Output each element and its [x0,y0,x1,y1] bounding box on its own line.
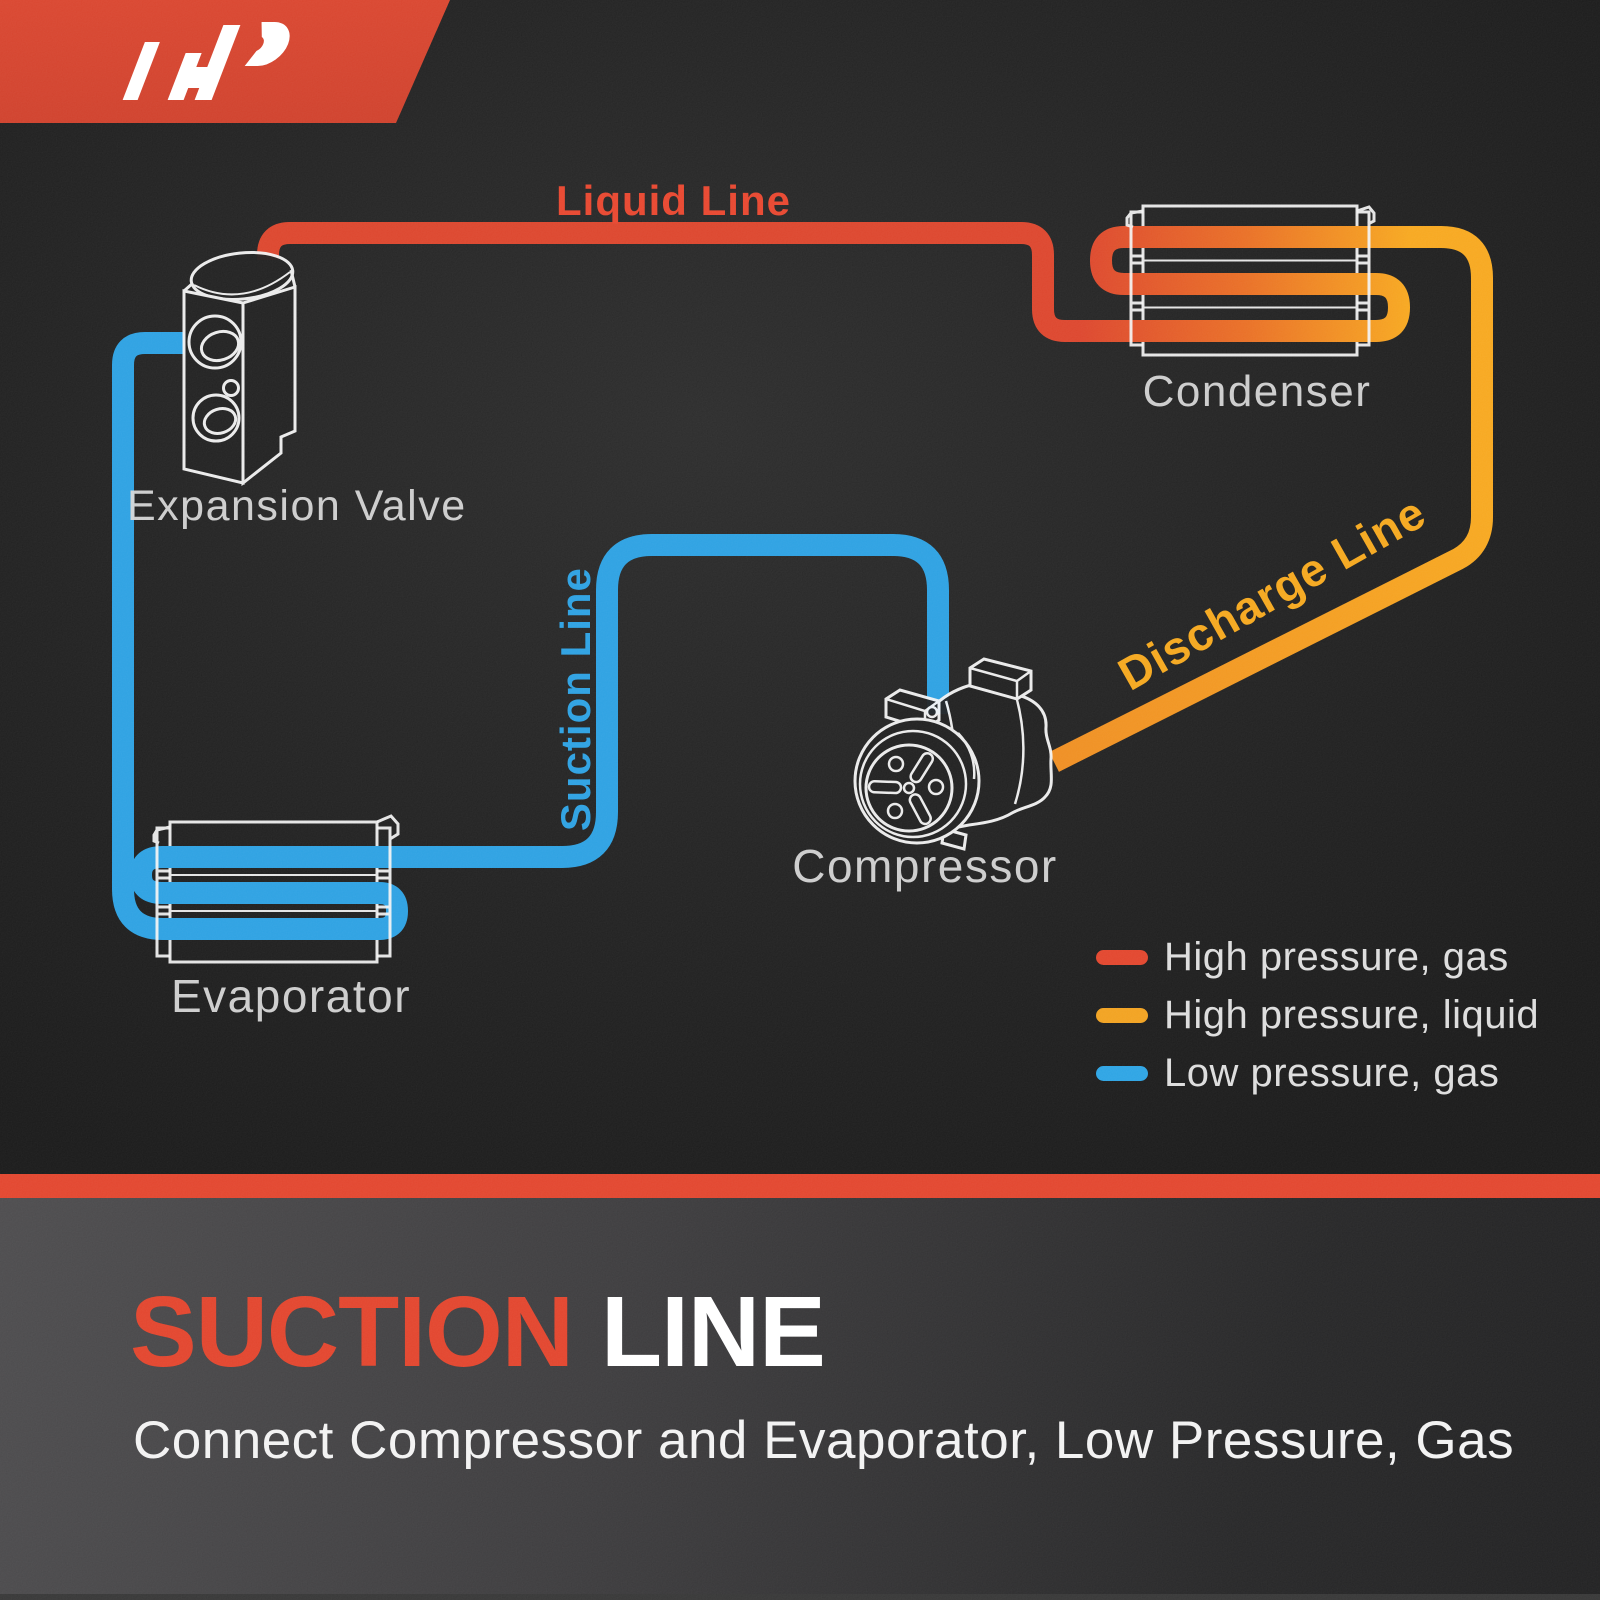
suction-line-label: Suction Line [551,567,599,832]
brand-banner [0,0,450,123]
page-title-primary: SUCTION [130,1276,574,1388]
page-subtitle: Connect Compressor and Evaporator, Low P… [133,1411,1515,1470]
liquid-line-label: Liquid Line [556,177,791,224]
legend-label: Low pressure, gas [1164,1050,1500,1095]
legend-label: High pressure, gas [1164,934,1509,979]
legend-swatch-blue [1096,1065,1148,1081]
legend-swatch-red [1096,949,1148,965]
legend-item-low-pressure-gas: Low pressure, gas [1096,1044,1539,1102]
compressor-label: Compressor [792,840,1058,892]
expansion-valve-label: Expansion Valve [127,482,467,530]
legend-label: High pressure, liquid [1164,992,1540,1037]
ap-monogram-icon [122,22,290,100]
legend-swatch-orange [1096,1007,1148,1023]
evaporator-label: Evaporator [171,970,412,1022]
condenser-label: Condenser [1142,367,1372,416]
legend-item-high-pressure-liquid: High pressure, liquid [1096,986,1539,1044]
legend-item-high-pressure-gas: High pressure, gas [1096,928,1539,986]
legend: High pressure, gas High pressure, liquid… [1096,928,1539,1102]
footer-background [0,1198,1600,1600]
bottom-edge-line [0,1594,1600,1600]
red-divider-stripe [0,1174,1600,1198]
page-title-secondary: LINE [601,1276,826,1388]
